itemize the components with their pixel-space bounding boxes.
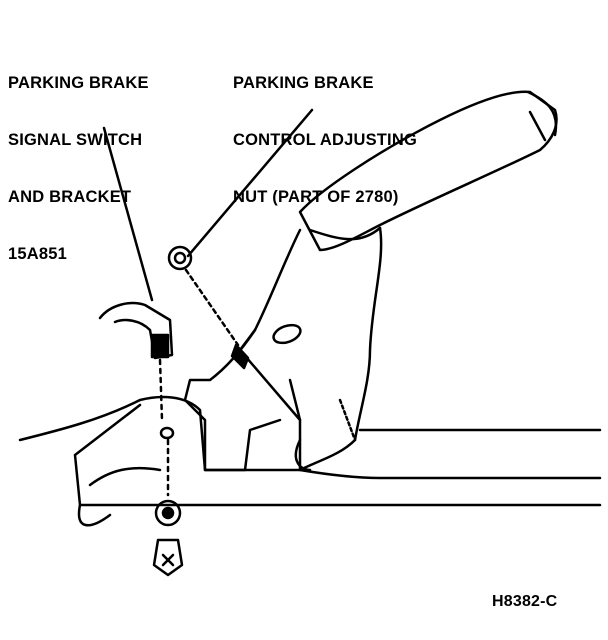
callout-line: CONTROL ADJUSTING <box>233 131 417 149</box>
floor-bracket <box>18 395 602 480</box>
lever-slot <box>272 323 302 345</box>
lever-grip <box>298 90 558 252</box>
floor-bracket-edge <box>73 403 602 507</box>
callout-line: PARKING BRAKE <box>8 74 149 92</box>
callout-line: SIGNAL SWITCH <box>8 131 143 149</box>
callout-signal-switch: PARKING BRAKE SIGNAL SWITCH AND BRACKET … <box>8 36 149 283</box>
leader-line-nut <box>186 108 314 258</box>
bracket-bolt-hole <box>159 426 175 440</box>
adjusting-nut <box>167 245 250 370</box>
ratchet-sector <box>338 398 357 442</box>
mounting-bolt <box>152 438 184 577</box>
lever-base-detail <box>288 378 312 472</box>
grip-end-detail <box>526 90 558 142</box>
part-number: 15A851 <box>8 245 67 263</box>
lever-body <box>238 226 383 472</box>
floor-bracket-lip <box>77 503 112 527</box>
figure-id: H8382-C <box>492 593 558 610</box>
callout-line: NUT (PART OF 2780) <box>233 188 399 206</box>
signal-switch <box>98 301 174 422</box>
callout-line: AND BRACKET <box>8 188 132 206</box>
leader-line-switch <box>102 126 154 302</box>
grip-boot-edge <box>308 226 382 241</box>
floor-contour <box>88 466 162 487</box>
callout-adjusting-nut: PARKING BRAKE CONTROL ADJUSTING NUT (PAR… <box>233 36 417 226</box>
callout-line: PARKING BRAKE <box>233 74 374 92</box>
